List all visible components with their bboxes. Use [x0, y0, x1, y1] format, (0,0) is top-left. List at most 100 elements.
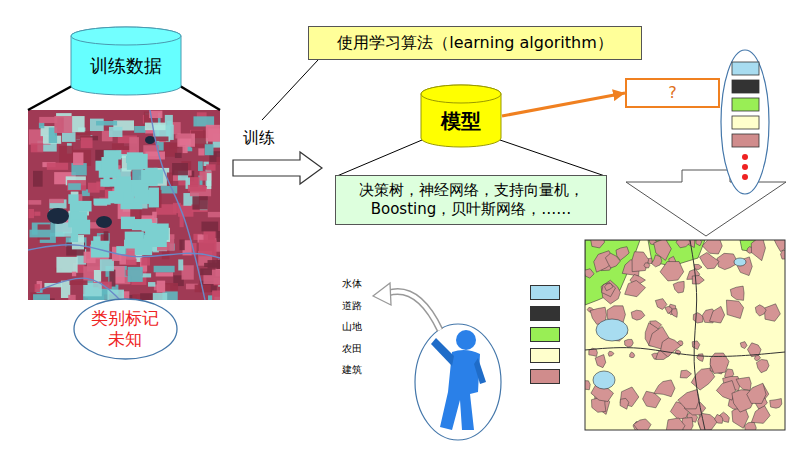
building-area [692, 275, 704, 283]
field-patch [100, 259, 114, 271]
field-patch [116, 176, 131, 191]
class-swatch [732, 98, 759, 111]
field-patch [161, 186, 178, 194]
building-area [605, 253, 620, 268]
road [585, 348, 785, 357]
building-area [745, 422, 757, 430]
building-area [654, 240, 672, 260]
leader-line [262, 60, 318, 120]
building-area [632, 252, 649, 272]
legend-text: 建筑 [342, 364, 362, 377]
field-patch [153, 293, 167, 300]
building-area [665, 306, 673, 313]
field-patch [165, 115, 173, 126]
model-cylinder: 模型 [420, 84, 502, 148]
image-ground [28, 110, 220, 300]
classified-map [585, 240, 785, 430]
field-patch [142, 273, 152, 277]
ellipsis-dot [742, 174, 748, 180]
field-patch [206, 125, 220, 142]
field-patch [141, 257, 150, 265]
building-area [608, 351, 614, 356]
field-patch [68, 183, 81, 190]
algorithm-box: 使用学习算法（learning algorithm） [308, 26, 642, 60]
label-holder: 训练 [243, 128, 275, 148]
class-swatch [732, 80, 759, 93]
building-area [625, 280, 646, 296]
field-patch [29, 209, 35, 218]
legend-swatch [530, 348, 560, 363]
water-area [734, 258, 746, 266]
field-patch [204, 230, 216, 243]
building-area [680, 370, 691, 378]
label-ellipse: 类别标记 未知 [73, 298, 178, 360]
bracket-line [28, 86, 72, 110]
building-area [631, 310, 645, 320]
field-patch [54, 116, 72, 133]
data-cylinder: 训练数据 [70, 26, 182, 96]
person-head [456, 330, 476, 350]
field-patch [59, 146, 73, 163]
legend-row: 山地 [342, 321, 362, 334]
cylinder-top [71, 27, 181, 45]
field-patch [31, 143, 43, 152]
field-patch [134, 126, 145, 133]
legend-text: 农田 [342, 343, 362, 356]
class-swatch [732, 116, 759, 129]
field-patch [198, 148, 204, 155]
legend-row: 建筑 [342, 364, 362, 377]
ellipsis-dot [742, 154, 748, 160]
building-area [624, 339, 633, 347]
field-patch [204, 263, 219, 267]
building-area [678, 389, 700, 408]
field-patch [93, 236, 100, 246]
field-patch [88, 183, 100, 193]
field-patch [121, 217, 135, 229]
field-patch [200, 268, 212, 275]
unknown-box: ? [625, 78, 720, 108]
legend-swatch [530, 306, 560, 321]
building-area [696, 240, 702, 246]
field-patch [182, 265, 194, 279]
building-area [585, 269, 594, 278]
building-area [676, 240, 690, 248]
field-patch [178, 259, 183, 270]
field-patch [116, 246, 125, 254]
field-patch [156, 272, 173, 276]
building-area [655, 299, 667, 310]
legend-swatch [530, 327, 560, 342]
field-patch [148, 282, 155, 287]
class-swatch [732, 134, 759, 147]
building-area [644, 263, 650, 268]
field-patch [141, 170, 163, 184]
field-patch [35, 284, 40, 292]
building-area [601, 280, 620, 304]
down-arrow [626, 170, 786, 236]
field-patch [205, 144, 214, 155]
map-ground [585, 240, 785, 430]
legend-swatch [530, 369, 560, 384]
road [690, 240, 705, 430]
building-area [697, 354, 704, 362]
field-patch [81, 138, 93, 149]
training-arrow [233, 152, 322, 184]
building-area [660, 262, 684, 281]
field-patch [73, 150, 91, 166]
bracket-line [500, 140, 605, 176]
field-patch [70, 201, 92, 212]
algorithm-list-box: 决策树，神经网络，支持向量机， Boosting，贝叶斯网络，…… [335, 175, 607, 225]
field-patch [175, 134, 191, 138]
person-ellipse [415, 324, 501, 440]
node-text: 训练数据 [90, 55, 162, 78]
building-area [702, 240, 722, 254]
building-area [654, 380, 675, 397]
field-patch [29, 230, 50, 238]
field-patch [96, 121, 117, 125]
curved-arrow [388, 292, 440, 330]
field-patch [33, 294, 50, 300]
building-area [700, 252, 720, 268]
satellite-image [28, 110, 220, 300]
ellipsis-dot [742, 164, 748, 170]
field-patch [68, 295, 75, 300]
